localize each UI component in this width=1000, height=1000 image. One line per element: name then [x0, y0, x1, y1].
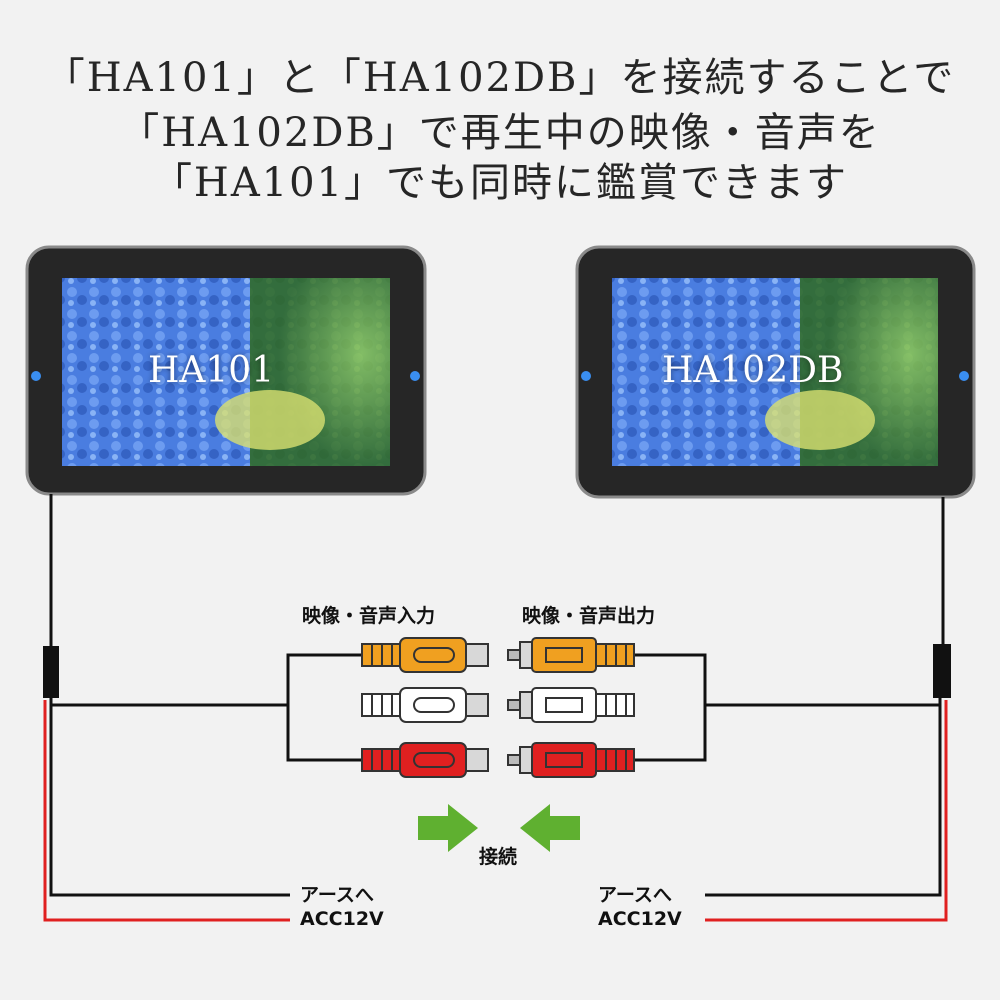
monitor-left — [25, 245, 427, 496]
input-plugs — [361, 637, 489, 778]
output-plug-white — [507, 687, 635, 723]
output-plugs — [507, 637, 635, 778]
right-ground-label: アースへ — [598, 884, 672, 906]
left-power-label: ACC12V — [300, 908, 384, 930]
left-harness — [43, 494, 365, 922]
headline-line-3: 「HA101」でも同時に鑑賞できます — [151, 160, 849, 206]
connect-arrow-left-icon — [520, 804, 580, 852]
input-plug-yellow — [361, 637, 489, 673]
connect-arrow-right-icon — [418, 804, 478, 852]
input-plug-white — [361, 687, 489, 723]
connect-label: 接続 — [479, 846, 518, 868]
monitor-left-name: HA101 — [148, 350, 275, 391]
headline-line-1: 「HA101」と「HA102DB」を接続することで — [44, 55, 956, 101]
input-label: 映像・音声入力 — [302, 605, 436, 627]
headline-line-2: 「HA102DB」で再生中の映像・音声を — [119, 110, 881, 156]
monitor-right-name: HA102DB — [662, 350, 844, 391]
left-ground-label: アースへ — [300, 884, 374, 906]
input-plug-red — [361, 742, 489, 778]
right-power-label: ACC12V — [598, 908, 682, 930]
monitor-right — [575, 245, 976, 499]
output-label: 映像・音声出力 — [522, 605, 656, 627]
right-harness — [632, 497, 951, 922]
output-plug-yellow — [507, 637, 635, 673]
output-plug-red — [507, 742, 635, 778]
